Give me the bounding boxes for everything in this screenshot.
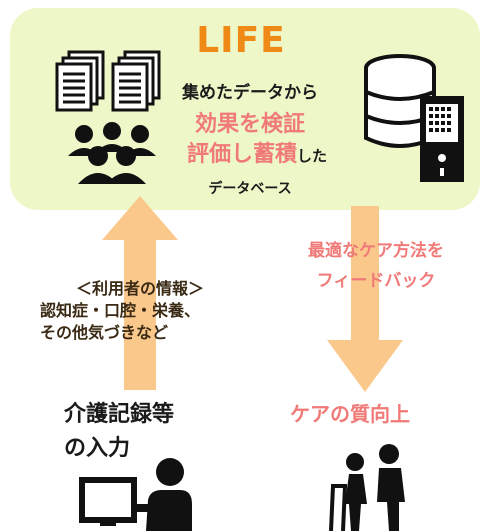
panel-text-database: データベース — [208, 181, 292, 197]
care-quality-label: ケアの質向上 — [290, 402, 410, 426]
care-record-line-2: の入力 — [64, 436, 131, 461]
care-record-input-label: 介護記録等 の入力 — [64, 398, 234, 466]
database-server-icon — [364, 54, 464, 182]
panel-text-evaluate-accumulate-main: 評価し蓄積 — [186, 142, 297, 167]
feedback-line-2: フィードバック — [316, 271, 436, 291]
user-info-label: ＜利用者の情報＞ 認知症・口腔・栄養、 その他気づきなど — [40, 278, 270, 344]
user-info-line-1: ＜利用者の情報＞ — [75, 279, 204, 298]
panel-text-evaluate-accumulate-suffix: した — [297, 147, 328, 165]
down-arrow — [327, 206, 403, 392]
panel-text-verify-effect: 効果を検証 — [194, 112, 305, 137]
panel-text-collected-data: 集めたデータから — [182, 83, 318, 103]
feedback-label: 最適なケア方法を フィードバック — [276, 236, 476, 296]
up-arrow — [102, 196, 178, 390]
documents-icon — [55, 50, 161, 112]
person-computer-icon — [79, 458, 192, 531]
user-info-line-2: 認知症・口腔・栄養、 — [40, 301, 201, 320]
people-group-icon — [68, 122, 156, 184]
caregiver-walker-icon — [329, 444, 405, 531]
feedback-line-1: 最適なケア方法を — [308, 241, 444, 261]
panel-title: LIFE — [196, 20, 286, 61]
care-record-line-1: 介護記録等 — [64, 402, 175, 427]
user-info-line-3: その他気づきなど — [40, 323, 169, 342]
panel-text-evaluate-accumulate: 評価し蓄積した — [162, 136, 352, 168]
